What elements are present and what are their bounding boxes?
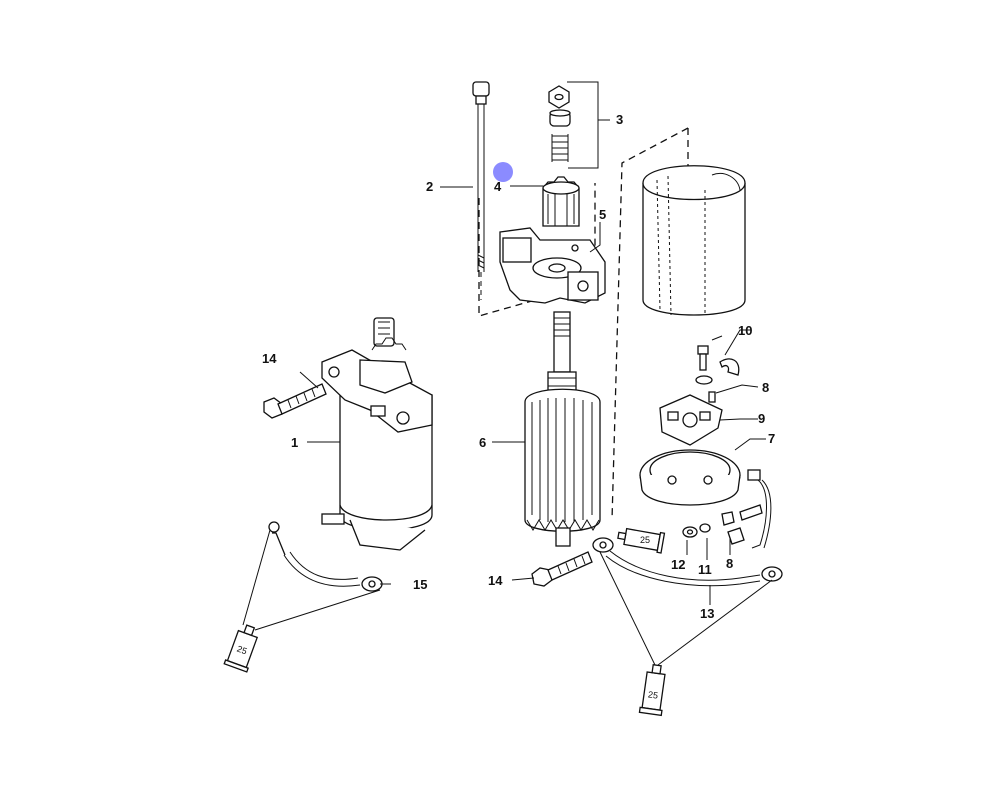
starter-motor-assembly bbox=[321, 317, 433, 551]
callout-2: 2 bbox=[426, 179, 433, 194]
cursor-indicator bbox=[493, 162, 513, 182]
sealant-leader-lines-left bbox=[242, 529, 381, 631]
callout-10: 10 bbox=[738, 323, 752, 338]
ground-cable bbox=[268, 521, 383, 592]
sealant-tube-left: 25 bbox=[223, 624, 259, 673]
callout-13: 13 bbox=[700, 606, 714, 621]
battery-cable bbox=[592, 537, 783, 587]
commutator-end-cap bbox=[639, 449, 741, 506]
sealant-tube-bottom-label: 25 bbox=[647, 689, 658, 700]
sealant-tube-left-label: 25 bbox=[236, 644, 249, 657]
nut-and-washer bbox=[682, 523, 711, 538]
callout-11: 11 bbox=[698, 562, 712, 577]
callout-8-lower: 8 bbox=[726, 556, 733, 571]
callout-6: 6 bbox=[479, 435, 486, 450]
callout-leaders bbox=[299, 185, 766, 605]
callout-3: 3 bbox=[616, 112, 623, 127]
through-bolt-long bbox=[472, 81, 490, 300]
starter-frame-cylinder bbox=[642, 165, 746, 316]
drive-assembly-dashed-outline bbox=[478, 183, 596, 317]
callout-8-upper: 8 bbox=[762, 380, 769, 395]
callout-14-lower: 14 bbox=[488, 573, 503, 588]
brush-plate bbox=[659, 394, 723, 446]
callout-5: 5 bbox=[599, 207, 606, 222]
callout-9: 9 bbox=[758, 411, 765, 426]
drive-end-bracket bbox=[499, 227, 606, 304]
mounting-bolt-left bbox=[263, 383, 327, 419]
drive-pinion-gear bbox=[542, 176, 580, 227]
callout-7: 7 bbox=[768, 431, 775, 446]
callout-4: 4 bbox=[494, 179, 502, 194]
callout-1: 1 bbox=[291, 435, 298, 450]
sealant-leader-lines-bottom bbox=[599, 551, 773, 666]
sealant-tube-middle: 25 bbox=[617, 527, 666, 554]
callout-12: 12 bbox=[671, 557, 685, 572]
callout-3-bracket bbox=[567, 81, 610, 169]
armature bbox=[524, 311, 601, 547]
terminal-screw-and-washer bbox=[695, 345, 740, 403]
mounting-bolt-lower bbox=[531, 551, 593, 587]
pinion-nut-spacer-spring bbox=[548, 85, 571, 162]
positive-brush-lead bbox=[721, 469, 772, 549]
sealant-tube-middle-label: 25 bbox=[640, 535, 650, 545]
callout-14-upper: 14 bbox=[262, 351, 277, 366]
callout-15: 15 bbox=[413, 577, 427, 592]
sealant-tube-bottom: 25 bbox=[638, 664, 666, 717]
